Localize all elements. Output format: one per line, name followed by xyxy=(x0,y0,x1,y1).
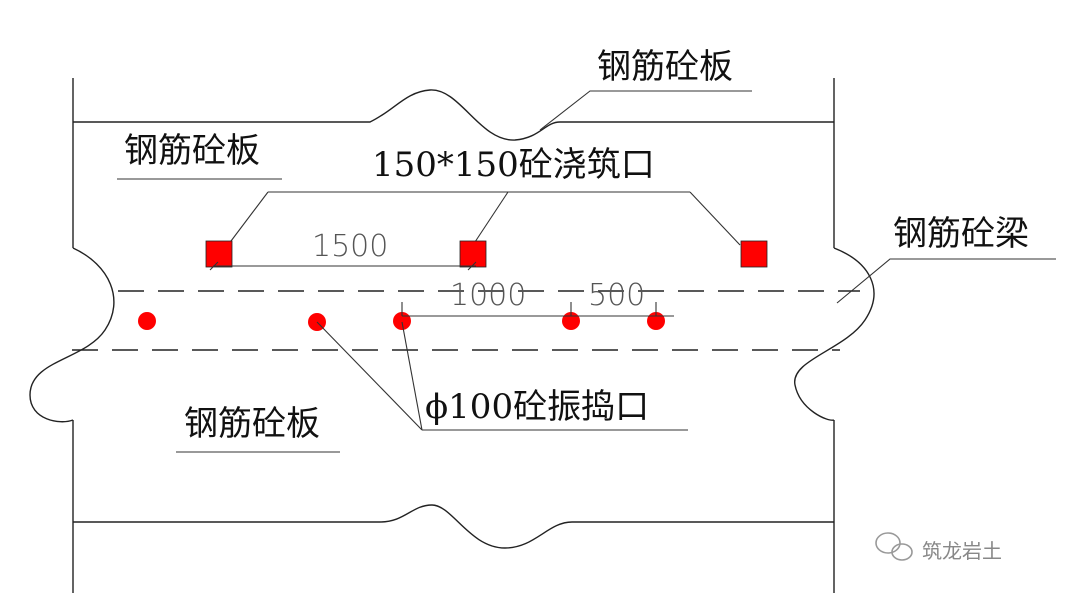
label-vibration-opening: ϕ100砼振捣口 xyxy=(425,387,649,427)
dimension-tick-1500-left xyxy=(209,261,219,271)
leader-vibration-left xyxy=(316,321,423,431)
leader-pour-opening-left xyxy=(227,191,269,246)
label-slab-bottom: 钢筋砼板 xyxy=(184,404,320,444)
left-break-line xyxy=(29,247,115,423)
watermark: 筑龙岩土 xyxy=(875,532,1002,563)
label-pour-opening: 150*150砼浇筑口 xyxy=(372,145,655,185)
leader-slab-top-right xyxy=(539,90,752,131)
vibration-opening-marker-1 xyxy=(138,312,156,330)
leader-pour-opening-mid xyxy=(472,191,509,246)
label-slab-top-left: 钢筋砼板 xyxy=(124,131,260,171)
pour-opening-marker-2 xyxy=(459,240,487,268)
right-break-line xyxy=(794,247,875,421)
pour-opening-marker-1 xyxy=(205,240,233,268)
label-beam: 钢筋砼梁 xyxy=(893,214,1029,254)
leader-pour-opening-right xyxy=(689,191,741,246)
label-slab-top-right: 钢筋砼板 xyxy=(597,47,733,87)
dimension-label-500: 500 xyxy=(588,278,645,313)
bottom-slab-edge xyxy=(73,504,834,549)
wechat-icon xyxy=(875,532,913,561)
leader-beam xyxy=(836,258,1056,304)
dimension-label-1000: 1000 xyxy=(450,278,526,313)
top-slab-edge xyxy=(73,89,834,141)
leader-vibration-right xyxy=(401,321,423,431)
pour-opening-marker-3 xyxy=(740,240,768,268)
dimension-tick-1500-right xyxy=(467,261,477,271)
watermark-text: 筑龙岩土 xyxy=(922,539,1002,563)
dimension-label-1500: 1500 xyxy=(312,229,388,264)
